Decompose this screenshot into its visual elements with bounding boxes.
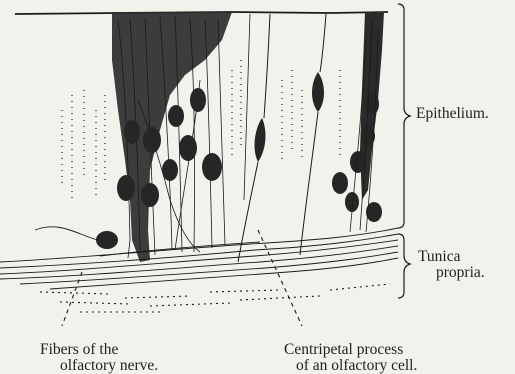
fibers-text-line1: Fibers of the [40,342,158,358]
epithelium-text: Epithelium. [416,106,489,122]
centripetal-process-label: Centripetal process of an olfactory cell… [284,342,417,374]
tunica-propria-label: Tunica propria. [418,249,485,281]
tunica-text-line2: propria. [436,265,485,281]
centripetal-text-line2: of an olfactory cell. [296,358,417,374]
centripetal-text-line1: Centripetal process [284,342,417,358]
fibers-of-olfactory-nerve-label: Fibers of the olfactory nerve. [40,342,158,374]
tunica-text-line1: Tunica [418,249,485,265]
epithelium-label: Epithelium. [416,106,489,122]
fibers-text-line2: olfactory nerve. [60,358,158,374]
